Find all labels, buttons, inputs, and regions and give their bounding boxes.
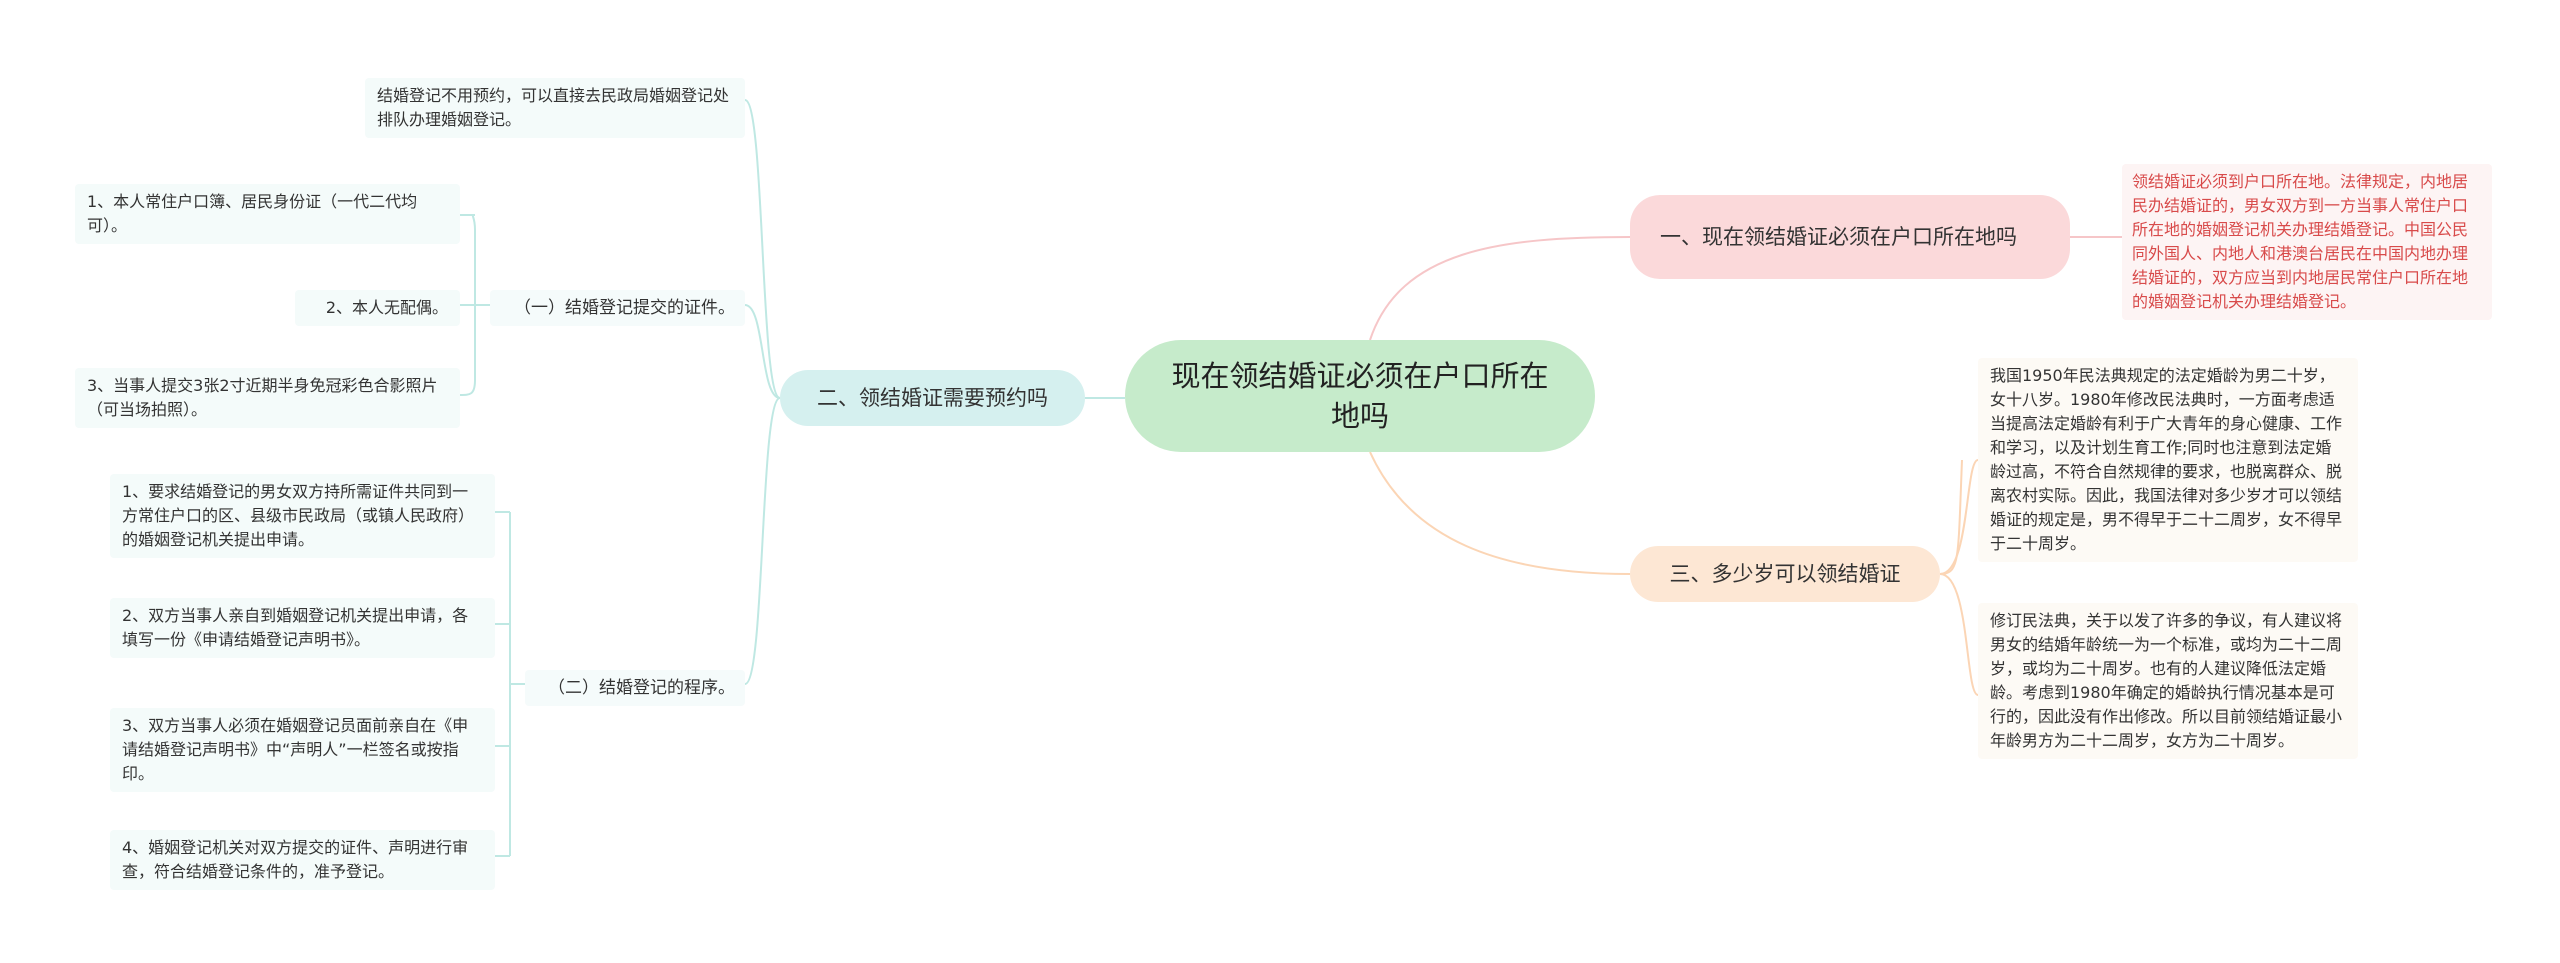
age-leaf-1[interactable]: 我国1950年民法典规定的法定婚龄为男二十岁，女十八岁。1980年修改民法典时，… — [1978, 358, 2358, 562]
root-topic[interactable]: 现在领结婚证必须在户口所在地吗 — [1125, 340, 1595, 452]
link-root-three — [1369, 451, 1631, 575]
branch-three-label: 三、多少岁可以领结婚证 — [1669, 562, 1901, 586]
docs-item-1-text: 1、本人常住户口簿、居民身份证（一代二代均可）。 — [87, 192, 418, 235]
root-title: 现在领结婚证必须在户口所在地吗 — [1171, 359, 1549, 433]
link-two-note — [744, 99, 781, 399]
procedure-item-1-text: 1、要求结婚登记的男女双方持所需证件共同到一方常住户口的区、县级市民政局（或镇人… — [122, 482, 475, 549]
procedure-item-2[interactable]: 2、双方当事人亲自到婚姻登记机关提出申请，各填写一份《申请结婚登记声明书》。 — [110, 598, 495, 658]
branch-one[interactable]: 一、现在领结婚证必须在户口所在地吗 — [1630, 195, 2070, 279]
procedure-item-2-text: 2、双方当事人亲自到婚姻登记机关提出申请，各填写一份《申请结婚登记声明书》。 — [122, 606, 469, 649]
link-proc-items — [495, 511, 525, 857]
docs-subtopic[interactable]: （一）结婚登记提交的证件。 — [490, 290, 745, 326]
branch-one-detail[interactable]: 领结婚证必须到户口所在地。法律规定，内地居民办结婚证的，男女双方到一方当事人常住… — [2122, 164, 2492, 320]
link-three-leaf1 — [1939, 459, 1979, 575]
docs-item-2[interactable]: 2、本人无配偶。 — [295, 290, 460, 326]
branch-two-label: 二、领结婚证需要预约吗 — [817, 386, 1048, 410]
link-two-proc — [744, 397, 781, 685]
link-two-docs — [744, 304, 781, 399]
branch-two[interactable]: 二、领结婚证需要预约吗 — [780, 370, 1085, 426]
procedure-subtopic[interactable]: （二）结婚登记的程序。 — [525, 670, 745, 706]
link-docs-items — [459, 214, 490, 396]
branch-two-note[interactable]: 结婚登记不用预约，可以直接去民政局婚姻登记处排队办理婚姻登记。 — [365, 78, 745, 138]
procedure-subtopic-label: （二）结婚登记的程序。 — [548, 678, 735, 698]
link-three-leaf2 — [1939, 573, 1979, 696]
docs-subtopic-label: （一）结婚登记提交的证件。 — [514, 298, 735, 318]
procedure-item-1[interactable]: 1、要求结婚登记的男女双方持所需证件共同到一方常住户口的区、县级市民政局（或镇人… — [110, 474, 495, 558]
branch-one-detail-text: 领结婚证必须到户口所在地。法律规定，内地居民办结婚证的，男女双方到一方当事人常住… — [2132, 172, 2469, 311]
docs-item-2-text: 2、本人无配偶。 — [325, 298, 448, 317]
procedure-item-4-text: 4、婚姻登记机关对双方提交的证件、声明进行审查，符合结婚登记条件的，准予登记。 — [122, 838, 469, 881]
procedure-item-3[interactable]: 3、双方当事人必须在婚姻登记员面前亲自在《申请结婚登记声明书》中“声明人”一栏签… — [110, 708, 495, 792]
branch-three[interactable]: 三、多少岁可以领结婚证 — [1630, 546, 1940, 602]
age-leaf-1-text: 我国1950年民法典规定的法定婚龄为男二十岁，女十八岁。1980年修改民法典时，… — [1990, 366, 2343, 553]
link-three-leaves — [1939, 459, 1963, 575]
age-leaf-2[interactable]: 修订民法典，关于以发了许多的争议，有人建议将男女的结婚年龄统一为一个标准，或均为… — [1978, 603, 2358, 759]
docs-item-3-text: 3、当事人提交3张2寸近期半身免冠彩色合影照片（可当场拍照）。 — [87, 376, 438, 419]
docs-item-1[interactable]: 1、本人常住户口簿、居民身份证（一代二代均可）。 — [75, 184, 460, 244]
age-leaf-2-text: 修订民法典，关于以发了许多的争议，有人建议将男女的结婚年龄统一为一个标准，或均为… — [1990, 611, 2343, 750]
link-root-one — [1369, 236, 1631, 341]
procedure-item-3-text: 3、双方当事人必须在婚姻登记员面前亲自在《申请结婚登记声明书》中“声明人”一栏签… — [122, 716, 469, 783]
docs-item-3[interactable]: 3、当事人提交3张2寸近期半身免冠彩色合影照片（可当场拍照）。 — [75, 368, 460, 428]
branch-two-note-text: 结婚登记不用预约，可以直接去民政局婚姻登记处排队办理婚姻登记。 — [377, 86, 730, 129]
branch-one-label: 一、现在领结婚证必须在户口所在地吗 — [1660, 225, 2017, 249]
procedure-item-4[interactable]: 4、婚姻登记机关对双方提交的证件、声明进行审查，符合结婚登记条件的，准予登记。 — [110, 830, 495, 890]
